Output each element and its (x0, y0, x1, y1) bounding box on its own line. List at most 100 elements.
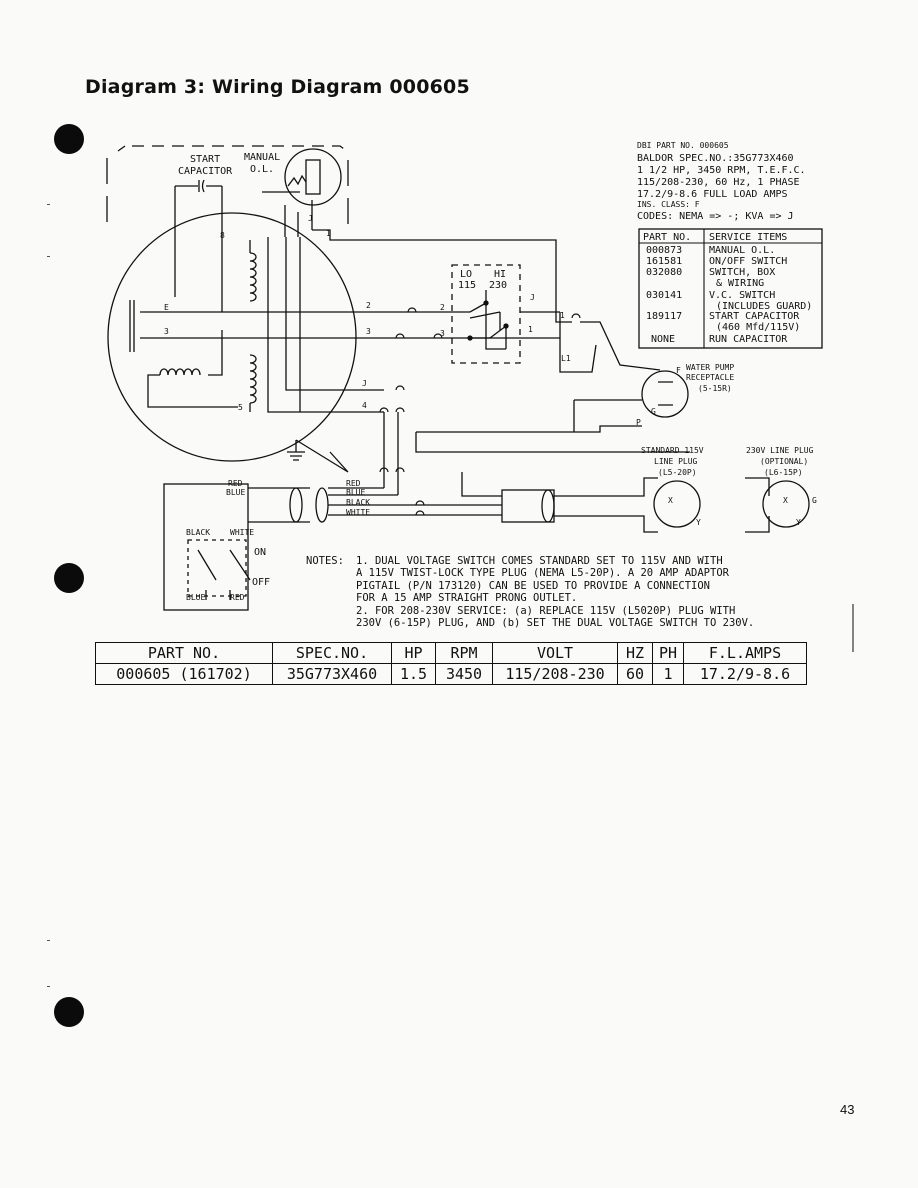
label-water-pump: WATER PUMP (686, 363, 734, 372)
note-item: 2. FOR 208-230V SERVICE: (a) REPLACE 115… (356, 604, 755, 630)
terminal-2b: 2 (440, 303, 445, 312)
terminal-y: Y (696, 518, 701, 527)
terminal-j-2: J (362, 379, 367, 388)
service-cell: ON/OFF SWITCH (709, 256, 787, 267)
service-cell: RUN CAPACITOR (709, 334, 788, 345)
binder-hole-middle (54, 563, 84, 593)
motor-outline (107, 212, 357, 462)
terminal-x: X (668, 496, 673, 505)
terminal-x-2: X (783, 496, 788, 505)
terminal-3c: 3 (440, 329, 445, 338)
spec-cell: 1.5 (391, 663, 436, 685)
label-red-3: RED (230, 593, 245, 602)
scan-mark (47, 256, 50, 257)
label-std-plug: STANDARD 115V (641, 446, 704, 455)
spec-table-header-row: PART NO. SPEC.NO. HP RPM VOLT HZ PH F.L.… (95, 642, 807, 664)
service-cell: & WIRING (716, 278, 764, 289)
terminal-2: 2 (366, 301, 371, 310)
terminal-1c: 1 (560, 311, 565, 320)
motor-spec-block: DBI PART NO. 000605 BALDOR SPEC.NO.:35G7… (637, 141, 806, 222)
terminal-p: P (636, 418, 641, 427)
binder-hole-bottom (54, 997, 84, 1027)
terminal-y-2: Y (796, 518, 801, 527)
service-cell: (INCLUDES GUARD) (716, 301, 812, 312)
service-cell: 032080 (646, 267, 682, 278)
spec-line: 17.2/9-8.6 FULL LOAD AMPS (637, 189, 788, 200)
label-manual: MANUAL (244, 152, 280, 163)
terminal-e: E (164, 303, 169, 312)
label-l6-15p: (L6-15P) (764, 468, 803, 477)
spec-header: SPEC.NO. (272, 642, 392, 664)
label-red: RED (228, 479, 243, 488)
motor-spec-table: PART NO. SPEC.NO. HP RPM VOLT HZ PH F.L.… (95, 642, 807, 685)
notes-lead: NOTES: (306, 555, 344, 567)
label-on: ON (254, 547, 266, 558)
wiring-diagram: START CAPACITOR MANUAL O.L. LO HI 115 23… (106, 141, 854, 652)
label-black-2: BLACK (186, 528, 210, 537)
service-cell: (460 Mfd/115V) (716, 322, 800, 333)
service-cell: V.C. SWITCH (709, 290, 775, 301)
terminal-3b: 3 (366, 327, 371, 336)
terminal-1b: 1 (528, 325, 533, 334)
label-lo: LO (460, 269, 472, 280)
terminal-j-3: J (530, 293, 535, 302)
service-cell: 161581 (646, 256, 682, 267)
label-receptacle: RECEPTACLE (686, 373, 734, 382)
diagram-heading: Diagram 3: Wiring Diagram 000605 (85, 76, 470, 98)
voltage-switch (451, 264, 521, 364)
page-number: 43 (840, 1102, 855, 1117)
spec-cell: 35G773X460 (272, 663, 392, 685)
spec-header: PART NO. (95, 642, 273, 664)
spec-cell: 000605 (161702) (95, 663, 273, 685)
spec-cell: 3450 (435, 663, 493, 685)
std-line-plug (653, 480, 701, 528)
spec-header: RPM (435, 642, 493, 664)
terminal-j: J (308, 214, 313, 223)
terminal-5: 5 (238, 403, 243, 412)
terminal-g-2: G (812, 496, 817, 505)
terminal-g: G (651, 407, 656, 416)
spec-header: VOLT (492, 642, 618, 664)
service-items-table: PART NO. SERVICE ITEMS 000873 MANUAL O.L… (638, 228, 823, 349)
label-230v-plug: 230V LINE PLUG (746, 446, 814, 455)
label-off: OFF (252, 577, 270, 588)
scan-mark (47, 986, 50, 987)
run-winding-bottom (249, 354, 257, 404)
spec-cell: 17.2/9-8.6 (683, 663, 807, 685)
spec-line: DBI PART NO. 000605 (637, 141, 729, 150)
binder-hole-top (54, 124, 84, 154)
service-cell: 000873 (646, 245, 682, 256)
spec-line: CODES: NEMA => -; KVA => J (637, 211, 794, 222)
spec-header: PH (652, 642, 684, 664)
label-hi: HI (494, 269, 506, 280)
on-off-switch (187, 539, 247, 597)
service-cell: NONE (651, 334, 675, 345)
label-5-15r: (5-15R) (698, 384, 732, 393)
run-winding-top (249, 252, 257, 302)
label-red-2: RED (346, 479, 361, 488)
box-dashed-outline (117, 145, 349, 153)
label-l5-20p: (L5-20P) (658, 468, 697, 477)
label-white-2: WHITE (230, 528, 254, 537)
label-blue-3: BLUE (186, 593, 205, 602)
label-blue-2: BLUE (346, 488, 365, 497)
terminal-f: F (676, 366, 681, 375)
service-header-part: PART NO. (643, 232, 691, 243)
label-white: WHITE (346, 508, 370, 517)
service-cell: START CAPACITOR (709, 311, 800, 322)
terminal-3: 3 (164, 327, 169, 336)
service-cell: MANUAL O.L. (709, 245, 775, 256)
spec-cell: 1 (652, 663, 684, 685)
terminal-8: 8 (220, 231, 225, 240)
service-cell: SWITCH, BOX (709, 267, 775, 278)
terminal-1: 1 (326, 229, 331, 238)
service-header-items: SERVICE ITEMS (709, 232, 787, 243)
spec-table-row: 000605 (161702) 35G773X460 1.5 3450 115/… (95, 663, 807, 685)
start-winding (159, 368, 201, 376)
water-pump-receptacle (641, 370, 689, 418)
scan-mark (47, 204, 50, 205)
lead-1 (312, 229, 572, 323)
label-ol: O.L. (250, 164, 274, 175)
spec-line: 115/208-230, 60 Hz, 1 PHASE (637, 177, 800, 188)
label-line-plug: LINE PLUG (654, 457, 698, 466)
